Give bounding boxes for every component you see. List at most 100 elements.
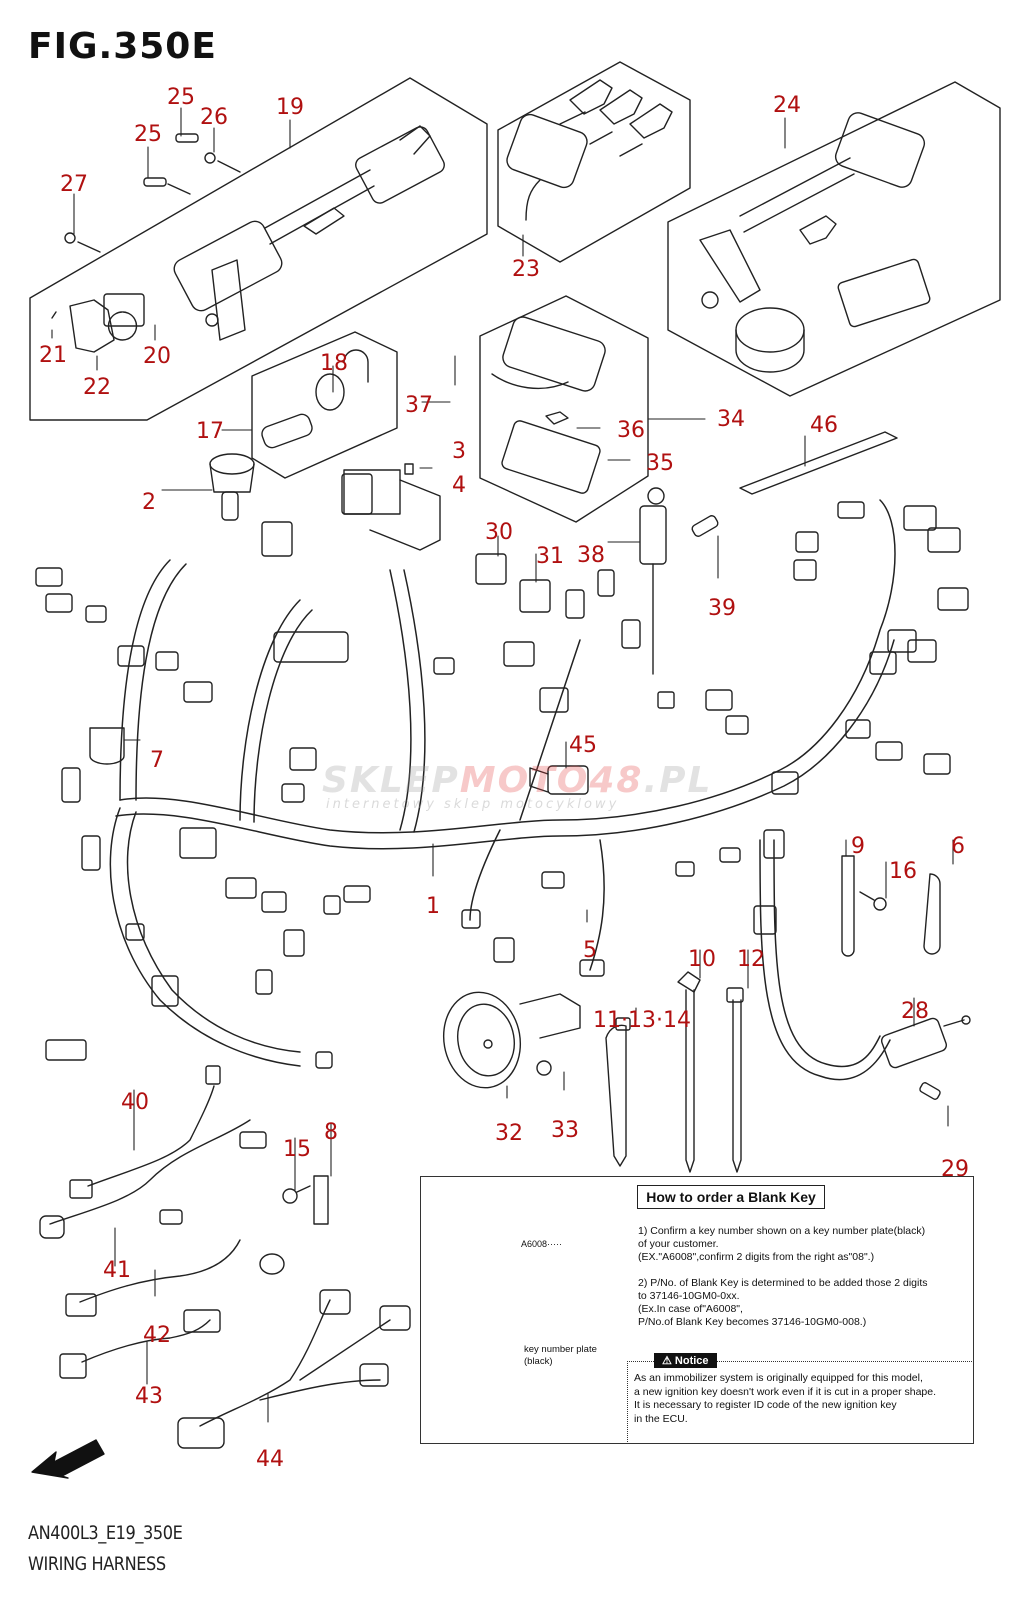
watermark: SKLEPMOTO48.PL internetowy sklep motocyk… [322,760,710,812]
notice-line1: As an immobilizer system is originally e… [634,1372,923,1384]
callout-23[interactable]: 23 [512,257,540,282]
sub-harness-43-drawing [59,1309,221,1379]
figure-title: FIG.350E [28,26,217,67]
callout-21[interactable]: 21 [39,343,67,368]
switch-38-drawing [639,487,719,675]
key-plate-example: A6008····· [521,1239,563,1249]
callout-35[interactable]: 35 [646,451,674,476]
callout-15[interactable]: 15 [283,1137,311,1162]
callout-1[interactable]: 1 [426,894,440,919]
cover-7-drawing [89,727,125,765]
callout-22[interactable]: 22 [83,375,111,400]
lock-set-24-drawing [699,112,931,373]
notice-line2: a new ignition key doesn't work even if … [634,1385,937,1398]
sub-harness-40-drawing [69,1065,221,1199]
clamp-9-drawing [841,855,855,957]
step2-line2: to 37146-10GM0-0xx. [638,1290,740,1302]
sensor-45-drawing [529,765,589,795]
callout-9[interactable]: 9 [851,834,865,859]
label-46-drawing [739,431,898,495]
horn-32-drawing [442,991,581,1089]
callout-31[interactable]: 31 [536,544,564,569]
callout-30[interactable]: 30 [485,520,513,545]
blank-key-info-box: A6008····· How to order a Blank Key 1) C… [420,1176,974,1444]
step1-line3: (EX."A6008",confirm 2 digits from the ri… [638,1251,875,1263]
callout-11-13-14[interactable]: 11·13·14 [593,1008,691,1033]
callout-10[interactable]: 10 [688,947,716,972]
callout-16[interactable]: 16 [889,859,917,884]
callout-43[interactable]: 43 [135,1384,163,1409]
socket-group-box [251,331,398,479]
leader-lines [51,107,954,1423]
fuse-box-group-box [479,295,649,523]
step2-line4: P/No.of Blank Key becomes 37146-10GM0-00… [638,1316,867,1328]
callout-29[interactable]: 29 [941,1157,969,1182]
relay-31-drawing [519,579,551,613]
callout-39[interactable]: 39 [708,596,736,621]
fuse-box-drawing [491,316,606,494]
ignition-switch-group-box [29,77,488,421]
callout-4[interactable]: 4 [452,473,466,498]
watermark-domain: .PL [643,760,713,801]
callout-12[interactable]: 12 [737,947,765,972]
sub-harness-41-drawing [39,1119,267,1239]
callout-20[interactable]: 20 [143,344,171,369]
callout-33[interactable]: 33 [551,1118,579,1143]
watermark-tagline: internetowy sklep motocyklowy [326,797,620,812]
cable-ties-drawing [605,971,744,1173]
callout-44[interactable]: 44 [256,1447,284,1472]
step1-line2: of your customer. [638,1238,719,1250]
callout-6[interactable]: 6 [951,834,965,859]
sub-harness-44-drawing [177,1289,411,1449]
sub-harness-42-drawing [65,1209,285,1317]
callout-42[interactable]: 42 [143,1323,171,1348]
callout-45[interactable]: 45 [569,733,597,758]
connectors-drawing [35,473,969,1069]
callout-25-upper[interactable]: 25 [167,85,195,110]
callout-28[interactable]: 28 [901,999,929,1024]
lock-set-23-drawing [506,79,673,221]
plate-caption-line1: key number plate [524,1344,597,1355]
ignition-switch-drawing [107,125,445,341]
callout-34[interactable]: 34 [717,407,745,432]
callout-5[interactable]: 5 [583,938,597,963]
step2-line1: 2) P/No. of Blank Key is determined to b… [638,1277,928,1289]
watermark-brand: SKLEP [322,760,460,801]
callout-38[interactable]: 38 [577,543,605,568]
junction-box-drawing [343,469,441,551]
notice-line4: in the ECU. [634,1412,688,1425]
callout-17[interactable]: 17 [196,419,224,444]
screws-drawing [64,133,241,253]
callout-40[interactable]: 40 [121,1090,149,1115]
callout-7[interactable]: 7 [150,748,164,773]
lock-set-24-box [667,81,1001,397]
callout-37[interactable]: 37 [405,393,433,418]
figure-code: AN400L3_E19_350E [28,1522,183,1544]
callout-8[interactable]: 8 [324,1120,338,1145]
callout-27[interactable]: 27 [60,172,88,197]
callout-2[interactable]: 2 [142,490,156,515]
watermark-brand-accent: MOTO48 [459,760,644,801]
lock-set-23-box [497,61,691,263]
callout-25-lower[interactable]: 25 [134,122,162,147]
callout-46[interactable]: 46 [810,413,838,438]
callout-26[interactable]: 26 [200,105,228,130]
callout-19[interactable]: 19 [276,95,304,120]
clamp-6-drawing [923,873,941,955]
notice-text: As an immobilizer system is originally e… [634,1372,936,1426]
callout-3[interactable]: 3 [452,439,466,464]
relay-30-drawing [475,553,507,585]
callout-41[interactable]: 41 [103,1258,131,1283]
notice-line3: It is necessary to register ID code of t… [634,1399,897,1411]
plate-caption-line2: (black) [524,1356,553,1367]
bolt-15-drawing [282,1185,311,1204]
callout-18[interactable]: 18 [320,351,348,376]
callout-32[interactable]: 32 [495,1121,523,1146]
screw-16-drawing [859,891,887,911]
callout-24[interactable]: 24 [773,93,801,118]
blank-key-title: How to order a Blank Key [637,1185,825,1209]
notice-label: ⚠ Notice [654,1353,717,1368]
callout-36[interactable]: 36 [617,418,645,443]
step1-line1: 1) Confirm a key number shown on a key n… [638,1225,926,1237]
